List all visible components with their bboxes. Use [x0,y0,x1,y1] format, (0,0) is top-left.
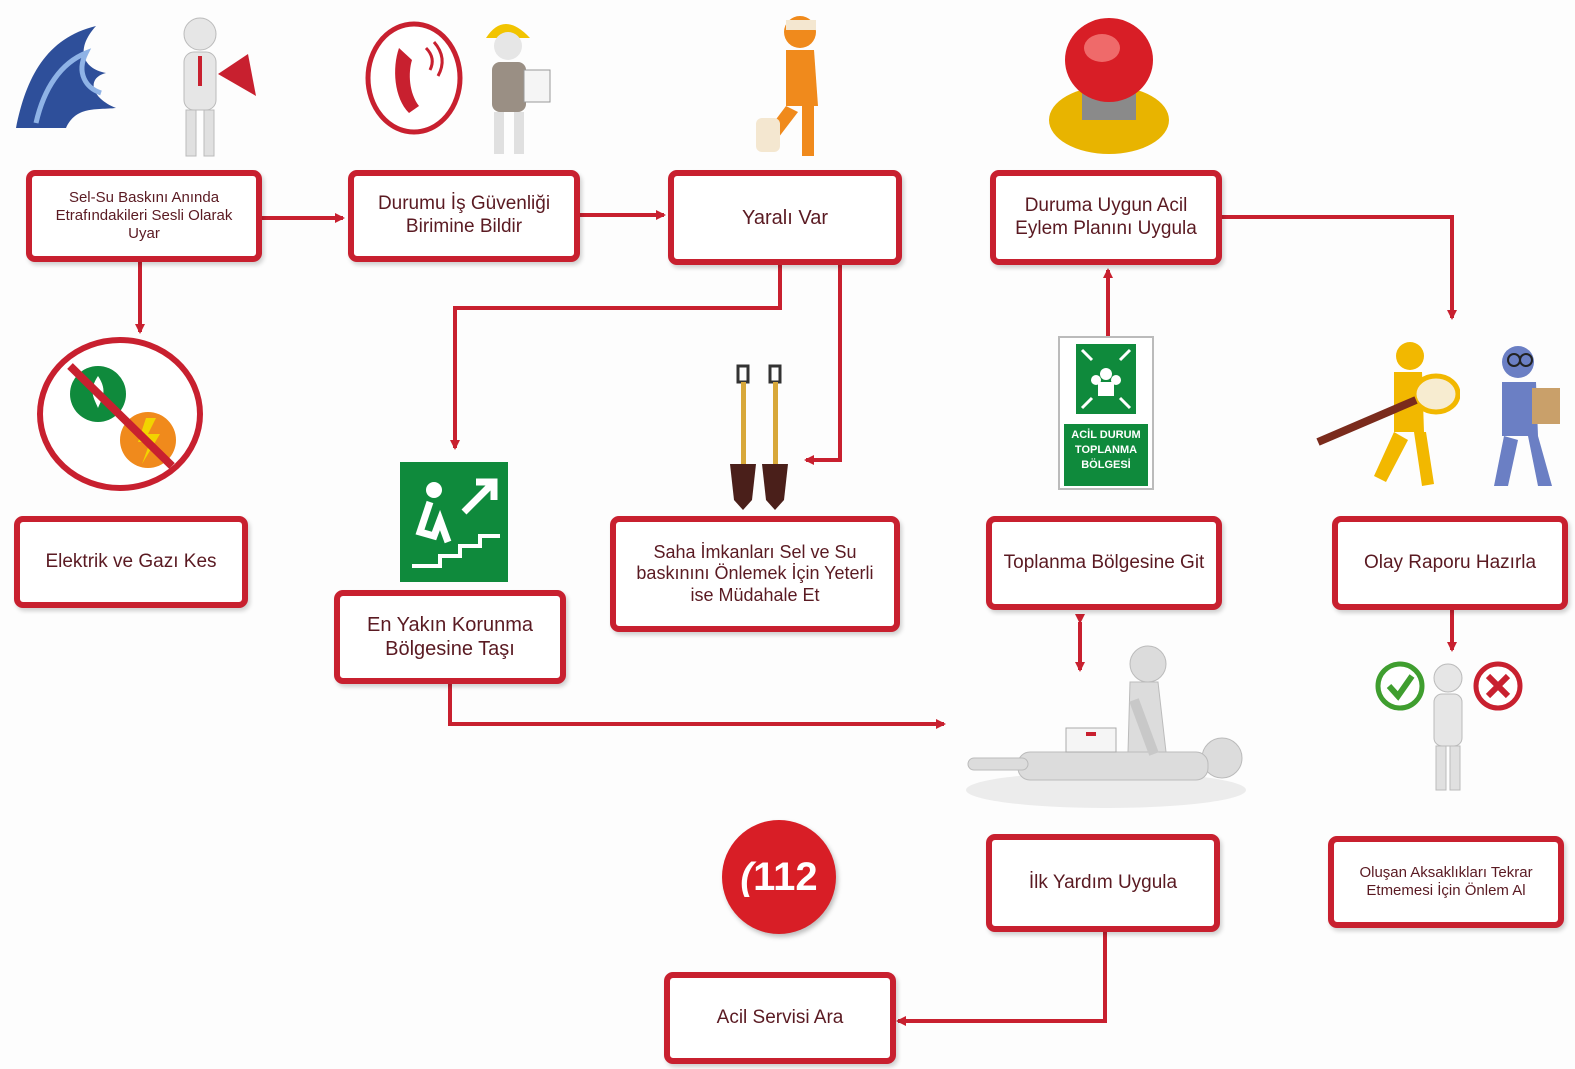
step-assembly-text: Toplanma Bölgesine Git [1003,551,1205,573]
emergency-phone-glyph-icon: ( [740,855,754,898]
flood-wave-icon [16,26,116,128]
arrow-actionplan-to-report [1222,215,1457,320]
first-aid-cpr-icon [966,645,1246,808]
step-action-plan-text: Duruma Uygun Acil Eylem Planını Uygula [1015,194,1197,239]
shovels-icon [730,364,788,510]
emergency-number: 112 [753,854,818,899]
step-cut-power-box: Elektrik ve Gazı Kes [14,516,248,608]
step-report-unit-text: Durumu İş Güvenliği Birimine Bildir [377,193,551,237]
assembly-sign-line-2: TOPLANMA [1074,443,1138,456]
arrow-injured-to-site [804,265,842,465]
assembly-sign-line-1: ACİL DURUM [1071,429,1141,441]
step-first-aid-text: İlk Yardım Uygula [1028,871,1178,893]
step-prevent-box: Oluşan Aksaklıkları Tekrar Etmemesi İçin… [1328,836,1564,928]
megaphone-person-icon [183,17,256,157]
step-assembly-box: Toplanma Bölgesine Git [986,516,1222,610]
step-call-emergency-text: Acil Servisi Ara [716,1006,844,1028]
arrow-firstaid-to-call [896,932,1107,1026]
inspector-magnifier-icon [1316,342,1460,486]
step-site-response-text: Saha İmkanları Sel ve Su baskınını Önlem… [636,541,874,605]
step-incident-report-text: Olay Raporu Hazırla [1363,551,1537,573]
step-call-emergency-box: Acil Servisi Ara [664,972,896,1064]
step-injured-text: Yaralı Var [742,206,828,229]
person-with-clipboard-icon [1494,346,1560,486]
no-fire-electricity-icon [37,337,203,491]
emergency-112-icon: ( 112 [722,820,836,934]
check-cross-person-icon [1375,661,1523,791]
emergency-stop-button-icon [1049,18,1169,154]
step-warn-text: Sel-Su Baskını Anında Etrafındakileri Se… [55,189,233,242]
step-first-aid-box: İlk Yardım Uygula [986,834,1220,932]
step-report-unit-box: Durumu İş Güvenliği Birimine Bildir [348,170,580,262]
assembly-pictogram-icon [1076,344,1136,414]
emergency-exit-sign-icon [400,462,508,582]
arrow-injured-to-protect [450,265,782,450]
step-injured-box: Yaralı Var [668,170,902,265]
arrow-protect-to-firstaid [448,684,946,729]
step-prevent-text: Oluşan Aksaklıkları Tekrar Etmemesi İçin… [1359,864,1533,899]
phone-icon [365,21,463,135]
step-protect-area-box: En Yakın Korunma Bölgesine Taşı [334,590,566,684]
worker-with-clipboard-icon [486,24,551,154]
assembly-sign-text: ACİL DURUM TOPLANMA BÖLGESİ [1064,424,1148,486]
step-warn-box: Sel-Su Baskını Anında Etrafındakileri Se… [26,170,262,262]
step-incident-report-box: Olay Raporu Hazırla [1332,516,1568,610]
step-action-plan-box: Duruma Uygun Acil Eylem Planını Uygula [990,170,1222,265]
step-cut-power-text: Elektrik ve Gazı Kes [45,550,217,572]
step-site-response-box: Saha İmkanları Sel ve Su baskınını Önlem… [610,516,900,632]
injured-person-icon [756,16,818,156]
step-protect-area-text: En Yakın Korunma Bölgesine Taşı [366,614,534,660]
assembly-sign-line-3: BÖLGESİ [1081,458,1131,471]
assembly-point-sign-icon: ACİL DURUM TOPLANMA BÖLGESİ [1058,336,1154,490]
